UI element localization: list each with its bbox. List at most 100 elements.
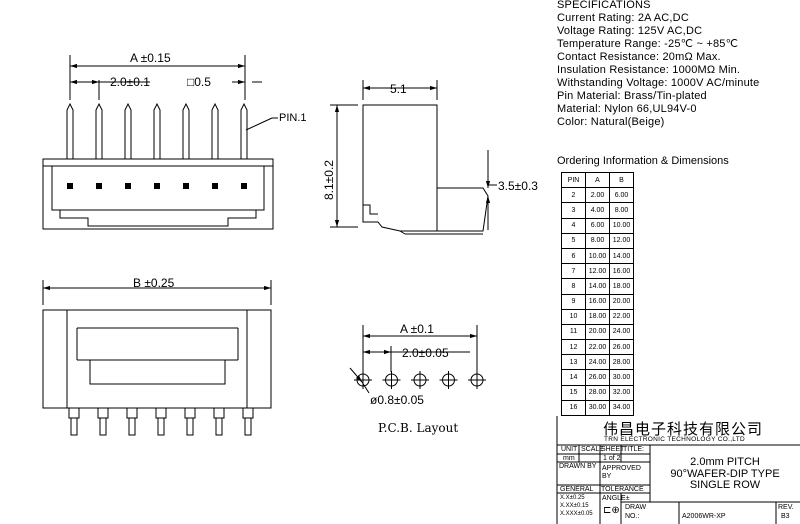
pin-contact [125,183,131,189]
pin-contact [67,183,73,189]
pcb-pitch-label: 2.0±0.05 [402,346,449,360]
pin [211,102,219,159]
pcb-layout-label: P.C.B. Layout [378,421,458,435]
table-cell: 28.00 [609,354,634,371]
pin [153,102,161,159]
table-cell: 18.00 [585,308,610,325]
table-cell: 11 [561,323,586,341]
pin-leg [244,417,252,436]
sheet-value: 1 of 2 [603,455,621,462]
rev-label: REV. [778,504,794,511]
table-cell: 14.00 [609,247,634,265]
company-name-cn: 伟昌电子科技有限公司 [603,420,764,438]
table-cell: 13 [561,354,586,371]
side-width-label: 5.1 [390,82,407,96]
pin-tab [213,407,225,419]
ordering-title: Ordering Information & Dimensions [557,155,729,167]
table-cell: 4.00 [585,202,610,219]
unit-value: mm [563,455,575,462]
pin-contact [212,183,218,189]
title-line: SINGLE ROW [689,479,761,491]
bottom-view [42,280,272,436]
pin-tab [68,407,80,419]
tolerance-1: X.X±0.25 [560,495,585,501]
title-line: 2.0mm PITCH [690,456,760,468]
front-view [42,55,278,230]
pin1-label: PIN.1 [279,112,307,124]
tolerance-label: TOLERANCE [601,486,644,493]
table-cell: 2.00 [585,187,610,204]
pin [124,102,132,159]
spec-line: Contact Resistance: 20mΩ Max. [557,51,721,63]
table-cell: 9 [561,293,586,310]
draw-no-label-2: NO.: [625,513,640,520]
table-cell: 6 [561,247,586,265]
spec-line: Temperature Range: -25℃ ~ +85℃ [557,38,739,50]
pin-leg [215,417,223,436]
scale-label: SCALE [581,446,604,453]
table-cell: 6.00 [585,217,610,234]
side-view [330,80,491,235]
table-cell: 26.00 [609,339,634,356]
pin-leg [70,417,78,436]
pin-leg [128,417,136,436]
table-cell: 16 [561,399,586,417]
sheet-label: SHEET [601,446,625,453]
table-cell: 20.00 [585,323,610,341]
table-cell: 14.00 [585,278,610,295]
pin-leg [99,417,107,436]
table-cell: 24.00 [585,354,610,371]
approved-by-label: BY [602,473,612,480]
pin [182,102,190,159]
table-cell: 10.00 [609,217,634,234]
spec-line: Material: Nylon 66,UL94V-0 [557,103,697,115]
pin-contact [154,183,160,189]
front-a-label: A ±0.15 [130,51,171,65]
table-cell: 8.00 [585,232,610,249]
drawn-by-label: DRAWN BY [559,463,597,470]
spec-line: Current Rating: 2A AC,DC [557,12,689,24]
pin [95,102,103,159]
pcb-layout [349,325,486,394]
table-cell: 12.00 [609,232,634,249]
spec-line: Insulation Resistance: 1000MΩ Min. [557,64,741,76]
specifications: SPECIFICATIONS Current Rating: 2A AC,DC … [557,0,759,129]
table-cell: 16.00 [609,263,634,280]
table-cell: 2 [561,187,586,204]
angle-label: ANGLE± [602,495,630,502]
table-cell: 7 [561,263,586,280]
spec-line: Voltage Rating: 125V AC,DC [557,25,703,37]
pin-leg [186,417,194,436]
pcb-a-label: A ±0.1 [400,322,434,336]
spec-line: Color: Natural(Beige) [557,116,665,128]
pin-tab [126,407,138,419]
pcb-hole-label: ø0.8±0.05 [370,393,424,407]
tolerance-2: X.XX±0.15 [560,503,589,509]
table-cell: 4 [561,217,586,234]
table-cell: 12 [561,339,586,356]
pin-square-label: □0.5 [187,75,211,89]
side-height-label: 8.1±0.2 [322,160,336,200]
unit-label: UNIT [561,446,578,453]
table-cell: 6.00 [609,187,634,204]
table-cell: 20.00 [609,293,634,310]
table-cell: 22.00 [609,308,634,325]
pin-contact [183,183,189,189]
pin [240,102,248,159]
table-cell: 28.00 [585,384,610,401]
company-name-en: TRN ELECTRONIC TECHNOLOGY CO.,LTD [604,436,746,443]
title-line: 90°WAFER-DIP TYPE [670,467,780,480]
